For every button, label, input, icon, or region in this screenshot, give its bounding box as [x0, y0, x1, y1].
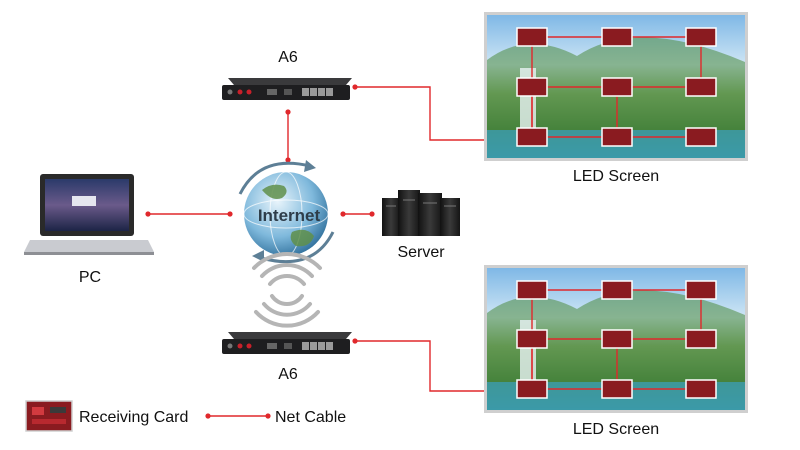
receiving-card-icon	[601, 27, 633, 47]
receiving-card-icon	[601, 127, 633, 147]
receiving-card-icon	[516, 27, 548, 47]
receiving-card-icon	[601, 77, 633, 97]
pc-laptop: PC	[24, 174, 154, 286]
receiving-card-icon	[685, 280, 717, 300]
internet-label: Internet	[258, 206, 321, 225]
net-cables	[148, 86, 517, 417]
internet-globe: Internet	[238, 160, 335, 264]
laptop-icon	[24, 174, 154, 255]
led-screen-top-label: LED Screen	[573, 168, 659, 185]
cable-a6-top-screen	[355, 86, 517, 141]
receiving-card-icon	[516, 329, 548, 349]
legend-receiving-card: Receiving Card	[25, 400, 188, 432]
receiving-card-icon	[685, 27, 717, 47]
receiving-card-icon	[516, 379, 548, 399]
wireless-signal-icon	[252, 252, 322, 328]
led-screen-bottom-label: LED Screen	[573, 421, 659, 438]
globe-icon	[238, 160, 335, 264]
led-screen-top: LED Screen	[484, 12, 748, 185]
receiving-card-icon	[685, 329, 717, 349]
receiving-card-icon	[685, 379, 717, 399]
controller-box-icon	[222, 332, 352, 354]
a6-controller-bottom	[222, 332, 352, 354]
receiving-card-icon	[601, 379, 633, 399]
receiving-card-icon	[516, 77, 548, 97]
a6-bottom-label: A6	[278, 366, 298, 383]
cable-endpoints	[145, 84, 375, 419]
receiving-cards-top	[516, 27, 717, 147]
controller-box-icon	[222, 78, 352, 100]
server: Server	[382, 190, 460, 261]
receiving-card-icon	[516, 280, 548, 300]
pc-label: PC	[79, 269, 101, 286]
cable-a6-bottom-screen	[355, 340, 517, 392]
receiving-card-icon	[601, 329, 633, 349]
server-tower-icon	[382, 190, 460, 236]
legend-receiving-card-label: Receiving Card	[79, 409, 188, 426]
a6-top-label: A6	[278, 49, 298, 66]
legend: Receiving Card Net Cable	[25, 400, 346, 432]
server-label: Server	[397, 244, 445, 261]
receiving-cards-bottom	[516, 280, 717, 399]
receiving-card-icon	[516, 127, 548, 147]
a6-controller-top	[222, 78, 352, 100]
receiving-card-icon	[25, 400, 73, 432]
receiving-card-icon	[601, 280, 633, 300]
led-screen-bottom: LED Screen	[484, 265, 748, 438]
legend-net-cable-label: Net Cable	[275, 409, 346, 426]
receiving-card-icon	[685, 77, 717, 97]
receiving-card-icon	[685, 127, 717, 147]
